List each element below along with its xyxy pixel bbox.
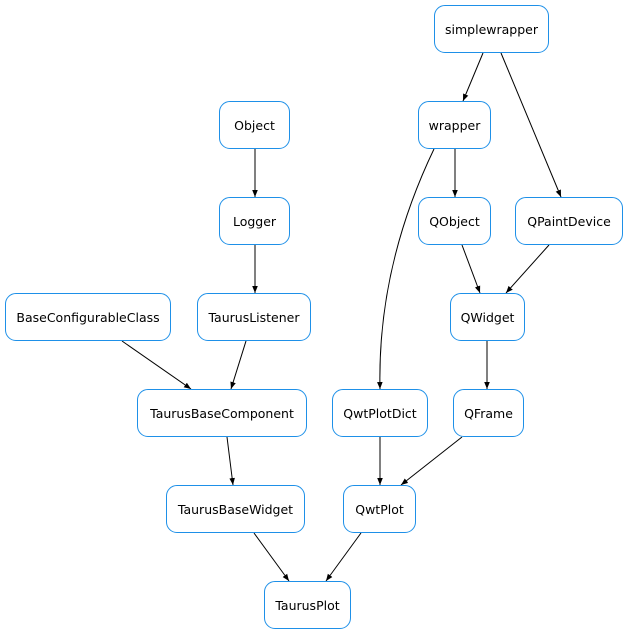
edge-qwtplot-to-taurusplot <box>325 532 362 582</box>
edge-wrapper-to-qwtplotdict <box>377 148 435 390</box>
edge-qframe-to-qwtplot <box>400 436 463 486</box>
node-tauruslistener[interactable]: TaurusListener <box>197 293 311 341</box>
node-qframe[interactable]: QFrame <box>453 389 524 437</box>
node-object[interactable]: Object <box>219 101 290 149</box>
node-baseconfigurableclass[interactable]: BaseConfigurableClass <box>5 293 171 341</box>
edge-taurusbasewidget-to-taurusplot <box>253 532 290 582</box>
edge-baseconfigurableclass-to-taurusbasecomponent <box>121 340 192 390</box>
node-qobject[interactable]: QObject <box>418 197 491 245</box>
node-qwtplot[interactable]: QwtPlot <box>343 485 416 533</box>
edge-tauruslistener-to-taurusbasecomponent <box>230 340 247 390</box>
node-taurusbasewidget[interactable]: TaurusBaseWidget <box>166 485 305 533</box>
node-simplewrapper[interactable]: simplewrapper <box>434 5 549 53</box>
edge-simplewrapper-to-qpaintdevice <box>500 52 562 198</box>
node-logger[interactable]: Logger <box>219 197 290 245</box>
edge-qobject-to-qwidget <box>461 244 481 294</box>
node-wrapper[interactable]: wrapper <box>418 101 491 149</box>
edge-simplewrapper-to-wrapper <box>462 52 484 102</box>
node-qpaintdevice[interactable]: QPaintDevice <box>515 197 623 245</box>
node-taurusplot[interactable]: TaurusPlot <box>264 581 351 629</box>
node-qwtplotdict[interactable]: QwtPlotDict <box>332 389 428 437</box>
node-taurusbasecomponent[interactable]: TaurusBaseComponent <box>137 389 307 437</box>
node-qwidget[interactable]: QWidget <box>450 293 525 341</box>
edge-taurusbasecomponent-to-taurusbasewidget <box>226 436 235 486</box>
edge-qpaintdevice-to-qwidget <box>505 244 550 294</box>
